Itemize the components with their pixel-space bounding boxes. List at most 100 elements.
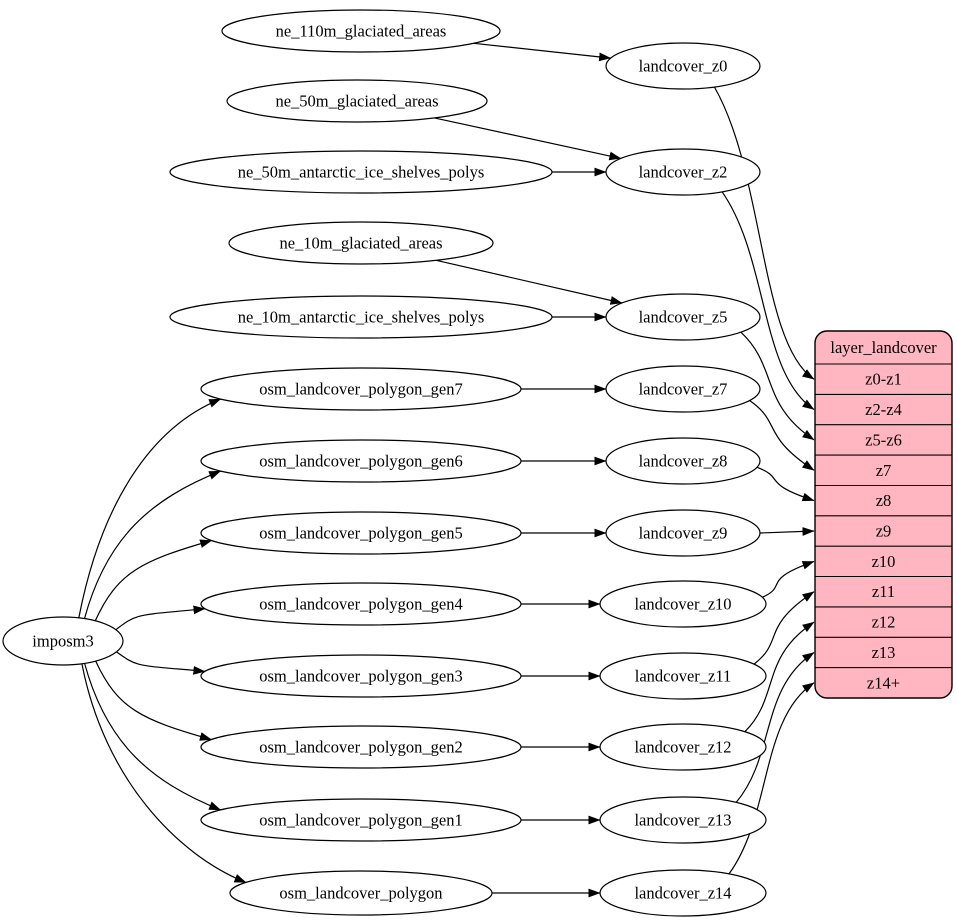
node-label-landcover_z9: landcover_z9 — [639, 524, 728, 543]
node-label-landcover_z10: landcover_z10 — [634, 595, 731, 614]
node-label-osm_landcover_polygon_gen6: osm_landcover_polygon_gen6 — [259, 452, 462, 471]
edge-imposm3-to-osm_landcover_polygon_gen1 — [84, 663, 222, 811]
node-label-landcover_z7: landcover_z7 — [639, 380, 728, 399]
edge-imposm3-to-osm_landcover_polygon_gen3 — [116, 651, 206, 675]
node-ellipse-osm_landcover_polygon_gen5 — [200, 511, 522, 555]
node-label-imposm3: imposm3 — [32, 632, 93, 651]
edge-imposm3-to-osm_landcover_polygon_gen4 — [115, 605, 206, 631]
node-osm_landcover_polygon: osm_landcover_polygon — [229, 870, 493, 916]
node-label-landcover_z8: landcover_z8 — [639, 452, 728, 471]
edge-imposm3-to-osm_landcover_polygon — [81, 663, 247, 884]
node-ellipse-ne_10m_glaciated_areas — [228, 221, 494, 265]
node-ellipse-osm_landcover_polygon — [229, 870, 493, 916]
node-label-osm_landcover_polygon_gen3: osm_landcover_polygon_gen3 — [259, 667, 462, 686]
node-label-osm_landcover_polygon_gen5: osm_landcover_polygon_gen5 — [259, 524, 462, 543]
node-landcover_z13: landcover_z13 — [599, 796, 767, 844]
node-landcover_z10: landcover_z10 — [599, 580, 767, 628]
node-label-landcover_z0: landcover_z0 — [639, 57, 728, 76]
record-row-z5-z6: z5-z6 — [865, 430, 902, 449]
node-label-landcover_z11: landcover_z11 — [635, 667, 732, 686]
node-ne_50m_glaciated_areas: ne_50m_glaciated_areas — [226, 79, 488, 123]
node-ellipse-osm_landcover_polygon_gen3 — [200, 654, 522, 698]
edge-landcover_z2-to-layer_landcover-z2-z4 — [721, 191, 815, 410]
node-ne_10m_glaciated_areas: ne_10m_glaciated_areas — [228, 221, 494, 265]
node-label-landcover_z14: landcover_z14 — [634, 884, 731, 903]
node-ellipse-landcover_z13 — [599, 796, 767, 844]
node-ellipse-landcover_z8 — [605, 437, 761, 485]
node-landcover_z11: landcover_z11 — [599, 652, 767, 700]
nodes-layer: imposm3 ne_110m_glaciated_areas ne_50m_gla… — [2, 9, 767, 917]
node-landcover_z12: landcover_z12 — [599, 723, 767, 771]
node-landcover_z5: landcover_z5 — [605, 293, 761, 341]
edge-landcover_z5-to-layer_landcover-z5-z6 — [740, 331, 815, 441]
record-outline — [814, 330, 953, 699]
record-row-z2-z4: z2-z4 — [865, 400, 902, 419]
node-landcover_z8: landcover_z8 — [605, 437, 761, 485]
node-ellipse-ne_10m_antarctic_ice_shelves_polys — [169, 295, 553, 339]
edge-landcover_z10-to-layer_landcover-z10 — [762, 560, 815, 598]
edge-landcover_z14-to-layer_landcover-z14+ — [728, 682, 815, 875]
node-ellipse-landcover_z2 — [605, 148, 761, 196]
edge-imposm3-to-osm_landcover_polygon_gen6 — [83, 470, 222, 619]
record-layer: layer_landcoverz0-z1z2-z4z5-z6z7z8z9z10z… — [814, 330, 953, 699]
record-row-z14+: z14+ — [867, 673, 900, 692]
node-label-ne_50m_antarctic_ice_shelves_polys: ne_50m_antarctic_ice_shelves_polys — [238, 163, 485, 182]
record-row-z7: z7 — [876, 461, 892, 480]
node-ellipse-osm_landcover_polygon_gen1 — [200, 798, 522, 842]
node-label-ne_10m_antarctic_ice_shelves_polys: ne_10m_antarctic_ice_shelves_polys — [238, 308, 485, 327]
record-row-z9: z9 — [876, 522, 892, 541]
edge-ne_50m_glaciated_areas-to-landcover_z2 — [434, 117, 622, 161]
node-label-osm_landcover_polygon_gen4: osm_landcover_polygon_gen4 — [259, 595, 462, 614]
edge-ne_10m_glaciated_areas-to-landcover_z5 — [435, 259, 623, 305]
node-label-landcover_z12: landcover_z12 — [634, 738, 731, 757]
node-ellipse-ne_50m_antarctic_ice_shelves_polys — [169, 150, 553, 194]
node-label-landcover_z13: landcover_z13 — [634, 811, 731, 830]
node-ellipse-landcover_z11 — [599, 652, 767, 700]
node-ellipse-landcover_z14 — [599, 869, 767, 917]
node-landcover_z2: landcover_z2 — [605, 148, 761, 196]
node-landcover_z9: landcover_z9 — [605, 509, 761, 557]
node-label-osm_landcover_polygon: osm_landcover_polygon — [279, 884, 442, 903]
node-imposm3: imposm3 — [2, 616, 124, 666]
node-osm_landcover_polygon_gen2: osm_landcover_polygon_gen2 — [200, 725, 522, 769]
node-osm_landcover_polygon_gen3: osm_landcover_polygon_gen3 — [200, 654, 522, 698]
record-row-z11: z11 — [872, 582, 895, 601]
edge-imposm3-to-osm_landcover_polygon_gen7 — [78, 398, 222, 619]
node-label-landcover_z5: landcover_z5 — [639, 308, 728, 327]
node-ellipse-osm_landcover_polygon_gen4 — [200, 582, 522, 626]
edges-layer — [78, 42, 815, 898]
node-label-osm_landcover_polygon_gen1: osm_landcover_polygon_gen1 — [259, 811, 462, 830]
node-label-ne_10m_glaciated_areas: ne_10m_glaciated_areas — [279, 234, 442, 253]
record-row-z10: z10 — [872, 552, 896, 571]
edge-landcover_z9-to-layer_landcover-z9 — [759, 527, 815, 536]
node-label-landcover_z2: landcover_z2 — [639, 163, 728, 182]
record-node-layer_landcover: layer_landcoverz0-z1z2-z4z5-z6z7z8z9z10z… — [814, 330, 953, 699]
edge-landcover_z13-to-layer_landcover-z13 — [735, 652, 815, 803]
edge-landcover_z12-to-layer_landcover-z12 — [744, 621, 815, 733]
edge-landcover_z0-to-layer_landcover-z0-z1 — [713, 86, 815, 380]
edge-landcover_z11-to-layer_landcover-z11 — [753, 591, 815, 665]
edge-imposm3-to-osm_landcover_polygon_gen2 — [95, 660, 212, 741]
node-label-ne_110m_glaciated_areas: ne_110m_glaciated_areas — [276, 22, 447, 41]
node-landcover_z7: landcover_z7 — [605, 365, 761, 413]
node-osm_landcover_polygon_gen4: osm_landcover_polygon_gen4 — [200, 582, 522, 626]
edge-landcover_z8-to-layer_landcover-z8 — [756, 466, 815, 502]
node-label-osm_landcover_polygon_gen7: osm_landcover_polygon_gen7 — [259, 380, 462, 399]
edge-imposm3-to-osm_landcover_polygon_gen5 — [94, 539, 213, 622]
node-ellipse-ne_110m_glaciated_areas — [221, 9, 501, 53]
node-osm_landcover_polygon_gen7: osm_landcover_polygon_gen7 — [200, 367, 522, 411]
record-row-z0-z1: z0-z1 — [865, 370, 902, 389]
node-landcover_z0: landcover_z0 — [605, 42, 761, 90]
record-row-z13: z13 — [872, 643, 896, 662]
node-label-ne_50m_glaciated_areas: ne_50m_glaciated_areas — [275, 92, 438, 111]
node-ellipse-imposm3 — [2, 616, 124, 666]
node-ellipse-landcover_z7 — [605, 365, 761, 413]
node-ellipse-ne_50m_glaciated_areas — [226, 79, 488, 123]
node-ellipse-osm_landcover_polygon_gen2 — [200, 725, 522, 769]
record-row-z8: z8 — [876, 491, 892, 510]
node-ellipse-landcover_z0 — [605, 42, 761, 90]
node-ne_50m_antarctic_ice_shelves_polys: ne_50m_antarctic_ice_shelves_polys — [169, 150, 553, 194]
node-osm_landcover_polygon_gen5: osm_landcover_polygon_gen5 — [200, 511, 522, 555]
node-ellipse-osm_landcover_polygon_gen7 — [200, 367, 522, 411]
